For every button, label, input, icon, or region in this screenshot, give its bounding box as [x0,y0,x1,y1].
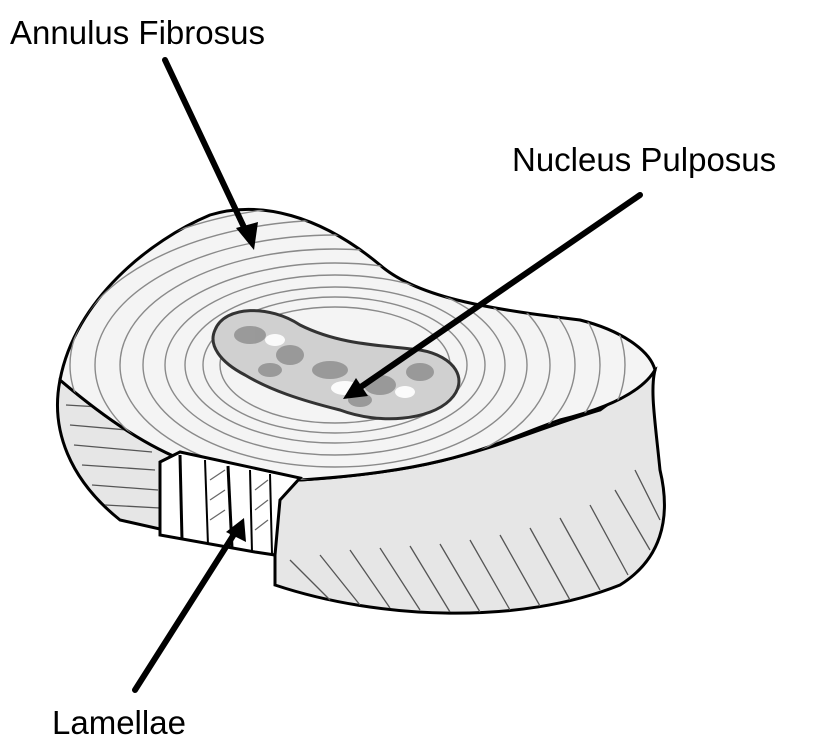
label-nucleus-pulposus: Nucleus Pulposus [512,143,776,176]
label-annulus-fibrosus: Annulus Fibrosus [10,16,265,49]
label-lamellae: Lamellae [52,706,186,739]
pointer-lamellae [135,528,238,690]
pointer-annulus [165,60,250,240]
